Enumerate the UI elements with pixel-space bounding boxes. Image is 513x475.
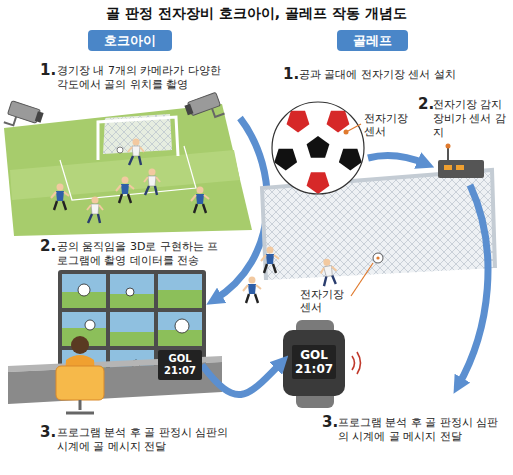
players [243,277,261,304]
monitor-wall [78,284,90,296]
section-header: 호크아이 [88,30,172,51]
step-number: 2. [418,96,434,113]
soccer-ball [283,104,314,135]
operator [71,336,89,354]
camera [212,105,224,117]
step-description: 프로그램 분석 후 골 판정시 심판의 시계에 골 메시지 전달 [57,426,237,454]
players [144,169,160,196]
monitor-wall [62,274,106,308]
header-text: 골레프 [353,32,392,49]
monitor-wall [110,294,154,308]
referee-watch [283,330,345,396]
step-description: 프로그램 분석 후 골 판정시 심판의 시계에 골 메시지 전달 [338,416,506,444]
players [51,139,209,224]
referee-watch [352,352,361,374]
soccer-ball [307,136,330,158]
step-number: 3. [40,424,56,441]
step-description: 전자기장 감지 장비가 센서 감지 [433,98,509,140]
sensor-device [438,160,484,178]
players [191,187,209,214]
monitor-wall [175,319,189,333]
flow-arrow [214,118,267,300]
sensor-device [447,147,449,160]
diagram-title: 골 판정 전자장비 호크아이, 골레프 작동 개념도 [0,5,513,23]
monitor-wall [158,274,202,308]
step-number: 3. [322,414,338,431]
pitch [4,104,252,236]
players [318,257,338,286]
flow-arrow [458,185,488,386]
sensor-device [438,144,484,179]
monitor-wall [126,288,134,296]
camera [35,111,44,122]
monitor-wall [85,320,95,330]
operator [56,336,104,413]
sensor-label: 전자기장 센서 [364,112,412,138]
display-text: GOL 21:07 [294,348,334,376]
step-description: 경기장 내 7개의 카메라가 다양한 각도에서 골의 위치를 촬영 [57,64,233,92]
sensor-device [456,165,464,170]
header-text: 호크아이 [104,32,156,49]
monitor-wall [110,274,154,308]
section-header: 골레프 [337,30,408,51]
sensor-device [446,144,451,149]
operator [56,366,104,400]
step-number: 1. [283,66,299,83]
camera [4,114,16,126]
flow-arrow [368,156,488,386]
operator [66,400,94,413]
soccer-ball [271,142,302,173]
monitor-wall [158,312,202,346]
sensor-label: 전자기장 센서 [300,288,348,314]
flow-arrow [214,118,267,300]
players [261,247,279,274]
camera [184,92,225,126]
monitor-wall [110,332,154,346]
sensor-leader [348,124,373,296]
step-description: 공과 골대에 전자기장 센서 설치 [299,68,504,82]
players [51,184,69,211]
display-screen: GOL 21:07 [158,350,202,380]
step-number: 2. [40,238,56,255]
players [117,147,123,153]
players [87,197,103,224]
step-description: 공의 움직임을 3D로 구현하는 프로그램에 촬영 데이터를 전송 [57,240,229,268]
monitor-wall [158,274,202,308]
players [116,177,134,204]
camera [4,100,44,133]
soccer-ball [344,130,349,135]
monitor-wall [110,312,154,346]
monitor-wall [110,312,154,346]
referee-watch [283,320,361,408]
camera [4,92,225,133]
flow-arrow [202,362,282,395]
monitor-wall [62,274,106,308]
sensor-device [444,165,452,170]
camera [184,104,193,115]
sensor-leader [351,263,373,296]
players [376,256,379,259]
pitch [4,104,252,236]
players [128,139,144,166]
step-number: 1. [40,62,56,79]
monitor-wall [158,290,202,308]
soccer-ball [272,102,364,194]
soccer-ball [335,142,366,173]
monitor-wall [110,274,154,308]
flow-arrow [368,156,426,164]
display-text: GOL 21:07 [160,353,200,377]
players [373,253,383,263]
display-screen: GOL 21:07 [292,345,336,379]
sensor-leader [348,124,361,131]
soccer-ball [271,102,367,197]
monitor-wall [158,312,202,346]
